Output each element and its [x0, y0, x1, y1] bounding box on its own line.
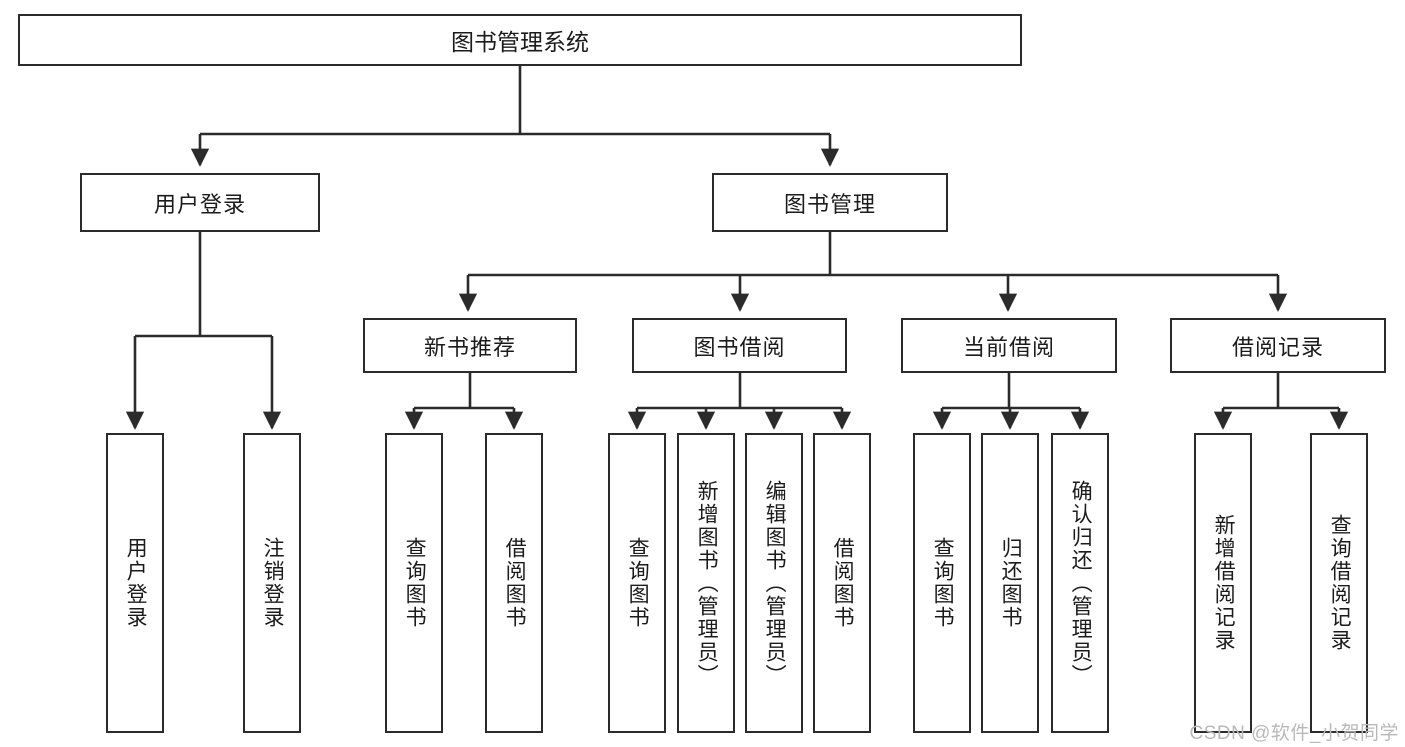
leaf-label: 新增图书（管理员）: [695, 479, 719, 687]
leaf-book-borrow-add[interactable]: 新增图书（管理员）: [677, 433, 735, 733]
leaf-new-book-query[interactable]: 查询图书: [385, 433, 443, 733]
node-user-login[interactable]: 用户登录: [80, 173, 320, 232]
node-current-borrow-label: 当前借阅: [962, 334, 1055, 360]
leaf-book-borrow-query[interactable]: 查询图书: [608, 433, 666, 733]
leaf-current-borrow-return[interactable]: 归还图书: [981, 433, 1039, 733]
node-new-book-recommend[interactable]: 新书推荐: [363, 318, 577, 373]
leaf-label: 借阅图书: [503, 537, 527, 629]
leaf-book-borrow-lend[interactable]: 借阅图书: [813, 433, 871, 733]
node-book-management-label: 图书管理: [783, 191, 876, 217]
leaf-new-book-borrow[interactable]: 借阅图书: [485, 433, 543, 733]
node-book-borrow-label: 图书借阅: [693, 334, 786, 360]
leaf-user-login-signout[interactable]: 注销登录: [243, 433, 301, 733]
leaf-label: 查询图书: [626, 537, 650, 629]
node-borrow-record[interactable]: 借阅记录: [1170, 318, 1386, 373]
node-new-book-recommend-label: 新书推荐: [423, 334, 516, 360]
node-borrow-record-label: 借阅记录: [1231, 334, 1324, 360]
leaf-label: 注销登录: [261, 537, 285, 629]
leaf-label: 确认归还（管理员）: [1069, 479, 1093, 687]
leaf-label: 新增借阅记录: [1212, 514, 1236, 652]
watermark: CSDN @软件_小贺同学: [1189, 723, 1399, 744]
node-root-label: 图书管理系统: [451, 29, 589, 55]
node-user-login-label: 用户登录: [153, 191, 246, 217]
leaf-label: 用户登录: [124, 537, 148, 629]
leaf-borrow-record-add[interactable]: 新增借阅记录: [1194, 433, 1252, 733]
node-book-borrow[interactable]: 图书借阅: [632, 318, 847, 373]
leaf-label: 查询图书: [931, 537, 955, 629]
leaf-label: 借阅图书: [831, 537, 855, 629]
node-book-management[interactable]: 图书管理: [712, 173, 948, 232]
leaf-book-borrow-edit[interactable]: 编辑图书（管理员）: [745, 433, 803, 733]
leaf-user-login-signin[interactable]: 用户登录: [106, 433, 164, 733]
node-current-borrow[interactable]: 当前借阅: [901, 318, 1117, 373]
leaf-label: 查询借阅记录: [1328, 514, 1352, 652]
leaf-current-borrow-confirm[interactable]: 确认归还（管理员）: [1051, 433, 1109, 733]
leaf-label: 编辑图书（管理员）: [763, 479, 787, 687]
leaf-borrow-record-query[interactable]: 查询借阅记录: [1310, 433, 1368, 733]
node-root[interactable]: 图书管理系统: [18, 14, 1022, 66]
leaf-label: 查询图书: [403, 537, 427, 629]
leaf-current-borrow-query[interactable]: 查询图书: [913, 433, 971, 733]
leaf-label: 归还图书: [999, 537, 1023, 629]
